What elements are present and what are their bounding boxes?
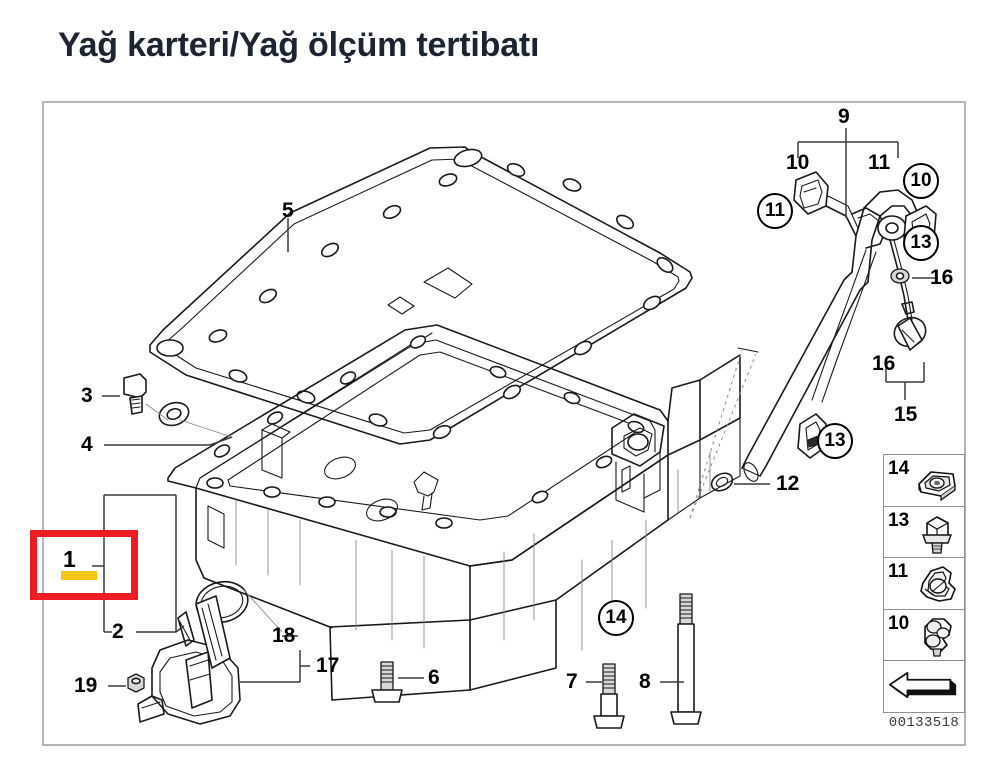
legend-number: 10	[888, 612, 910, 634]
legend-number: 13	[888, 509, 910, 531]
callout-11-top: 11	[868, 151, 891, 174]
callout-12: 12	[776, 472, 800, 495]
circled-callout-14: 14	[598, 600, 634, 636]
legend-item-11: 11	[884, 558, 964, 610]
circled-callout-13-upper: 13	[903, 225, 939, 261]
callout-8: 8	[639, 670, 651, 693]
circled-callout-11: 11	[757, 193, 793, 229]
callout-7: 7	[566, 670, 578, 693]
callout-5: 5	[282, 199, 294, 222]
direction-arrow-icon	[889, 672, 957, 699]
callout-3: 3	[81, 384, 93, 407]
callout-19: 19	[74, 674, 98, 697]
legend-item-13: 13	[884, 507, 964, 559]
callout-9: 9	[838, 105, 850, 128]
legend-item-10: 10	[884, 610, 964, 662]
legend-box: 14 13 11	[883, 454, 965, 713]
spring-clip-nut-icon	[918, 471, 956, 502]
cable-clamp-icon	[924, 617, 952, 657]
callout-2: 2	[112, 620, 124, 643]
callout-1: 1	[63, 546, 76, 572]
legend-item-direction-arrow	[884, 661, 964, 713]
retaining-clip-icon	[920, 566, 956, 602]
legend-number: 14	[888, 458, 910, 479]
callout-16-right: 16	[930, 266, 954, 289]
circled-callout-13-mid: 13	[817, 423, 853, 459]
highlight-box-item-1[interactable]	[30, 530, 138, 600]
highlight-underline	[61, 571, 97, 580]
legend-number: 11	[888, 561, 909, 583]
callout-16-lower: 16	[872, 352, 896, 375]
callout-10-top: 10	[786, 151, 810, 174]
legend-item-14: 14	[884, 455, 964, 507]
callout-15: 15	[894, 403, 918, 426]
callout-6: 6	[428, 666, 440, 689]
callout-4: 4	[81, 433, 93, 456]
callout-17: 17	[316, 654, 340, 677]
callout-18: 18	[272, 624, 296, 647]
legend-part-number: 00133518	[888, 715, 960, 731]
hex-flange-bolt-icon	[921, 515, 953, 554]
page-title: Yağ karteri/Yağ ölçüm tertibatı	[58, 26, 540, 64]
circled-callout-10: 10	[903, 163, 939, 199]
